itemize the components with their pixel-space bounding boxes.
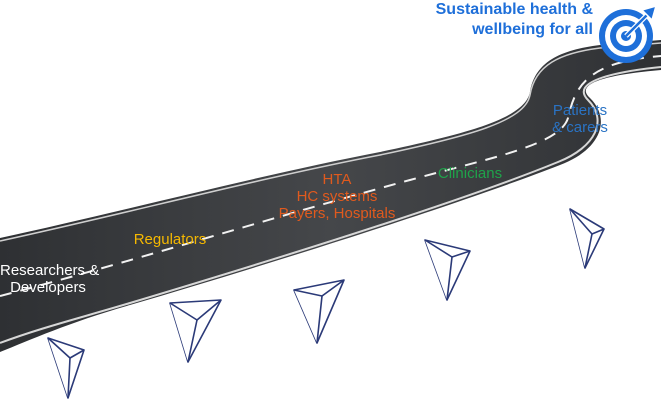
goal-title-line-1: Sustainable health &	[435, 1, 593, 18]
goal-title-line-2: wellbeing for all	[472, 21, 593, 38]
label-line: & carers	[552, 119, 608, 136]
pyramid-marker-5	[569, 208, 605, 269]
pyramid-marker-4	[424, 239, 471, 301]
road-edge-line-top	[0, 42, 661, 242]
label-line: Developers	[10, 279, 86, 296]
label-line: Patients	[552, 102, 608, 119]
pyramid-marker-2	[169, 299, 222, 363]
label-researchers-developers: Researchers & Developers	[0, 262, 100, 296]
pyramid-marker-3	[293, 279, 345, 344]
label-line: Regulators	[133, 231, 207, 248]
label-patients-carers: Patients & carers	[540, 102, 620, 136]
pyramid-marker-1	[47, 337, 85, 399]
label-line: HC systems	[296, 188, 378, 205]
label-line: HTA	[322, 171, 352, 188]
label-hta-hc-payers: HTA HC systems Payers, Hospitals	[262, 171, 412, 222]
target-with-arrow-icon	[599, 4, 658, 63]
goal-title: Sustainable health & wellbeing for all	[436, 0, 593, 40]
road-center-dashed-line	[0, 55, 661, 297]
label-clinicians: Clinicians	[425, 165, 515, 182]
road	[0, 40, 661, 352]
label-line: Researchers &	[0, 262, 100, 279]
label-regulators: Regulators	[120, 231, 220, 248]
label-line: Payers, Hospitals	[278, 205, 396, 222]
road-edge-line	[0, 66, 661, 344]
label-line: Clinicians	[437, 165, 503, 182]
